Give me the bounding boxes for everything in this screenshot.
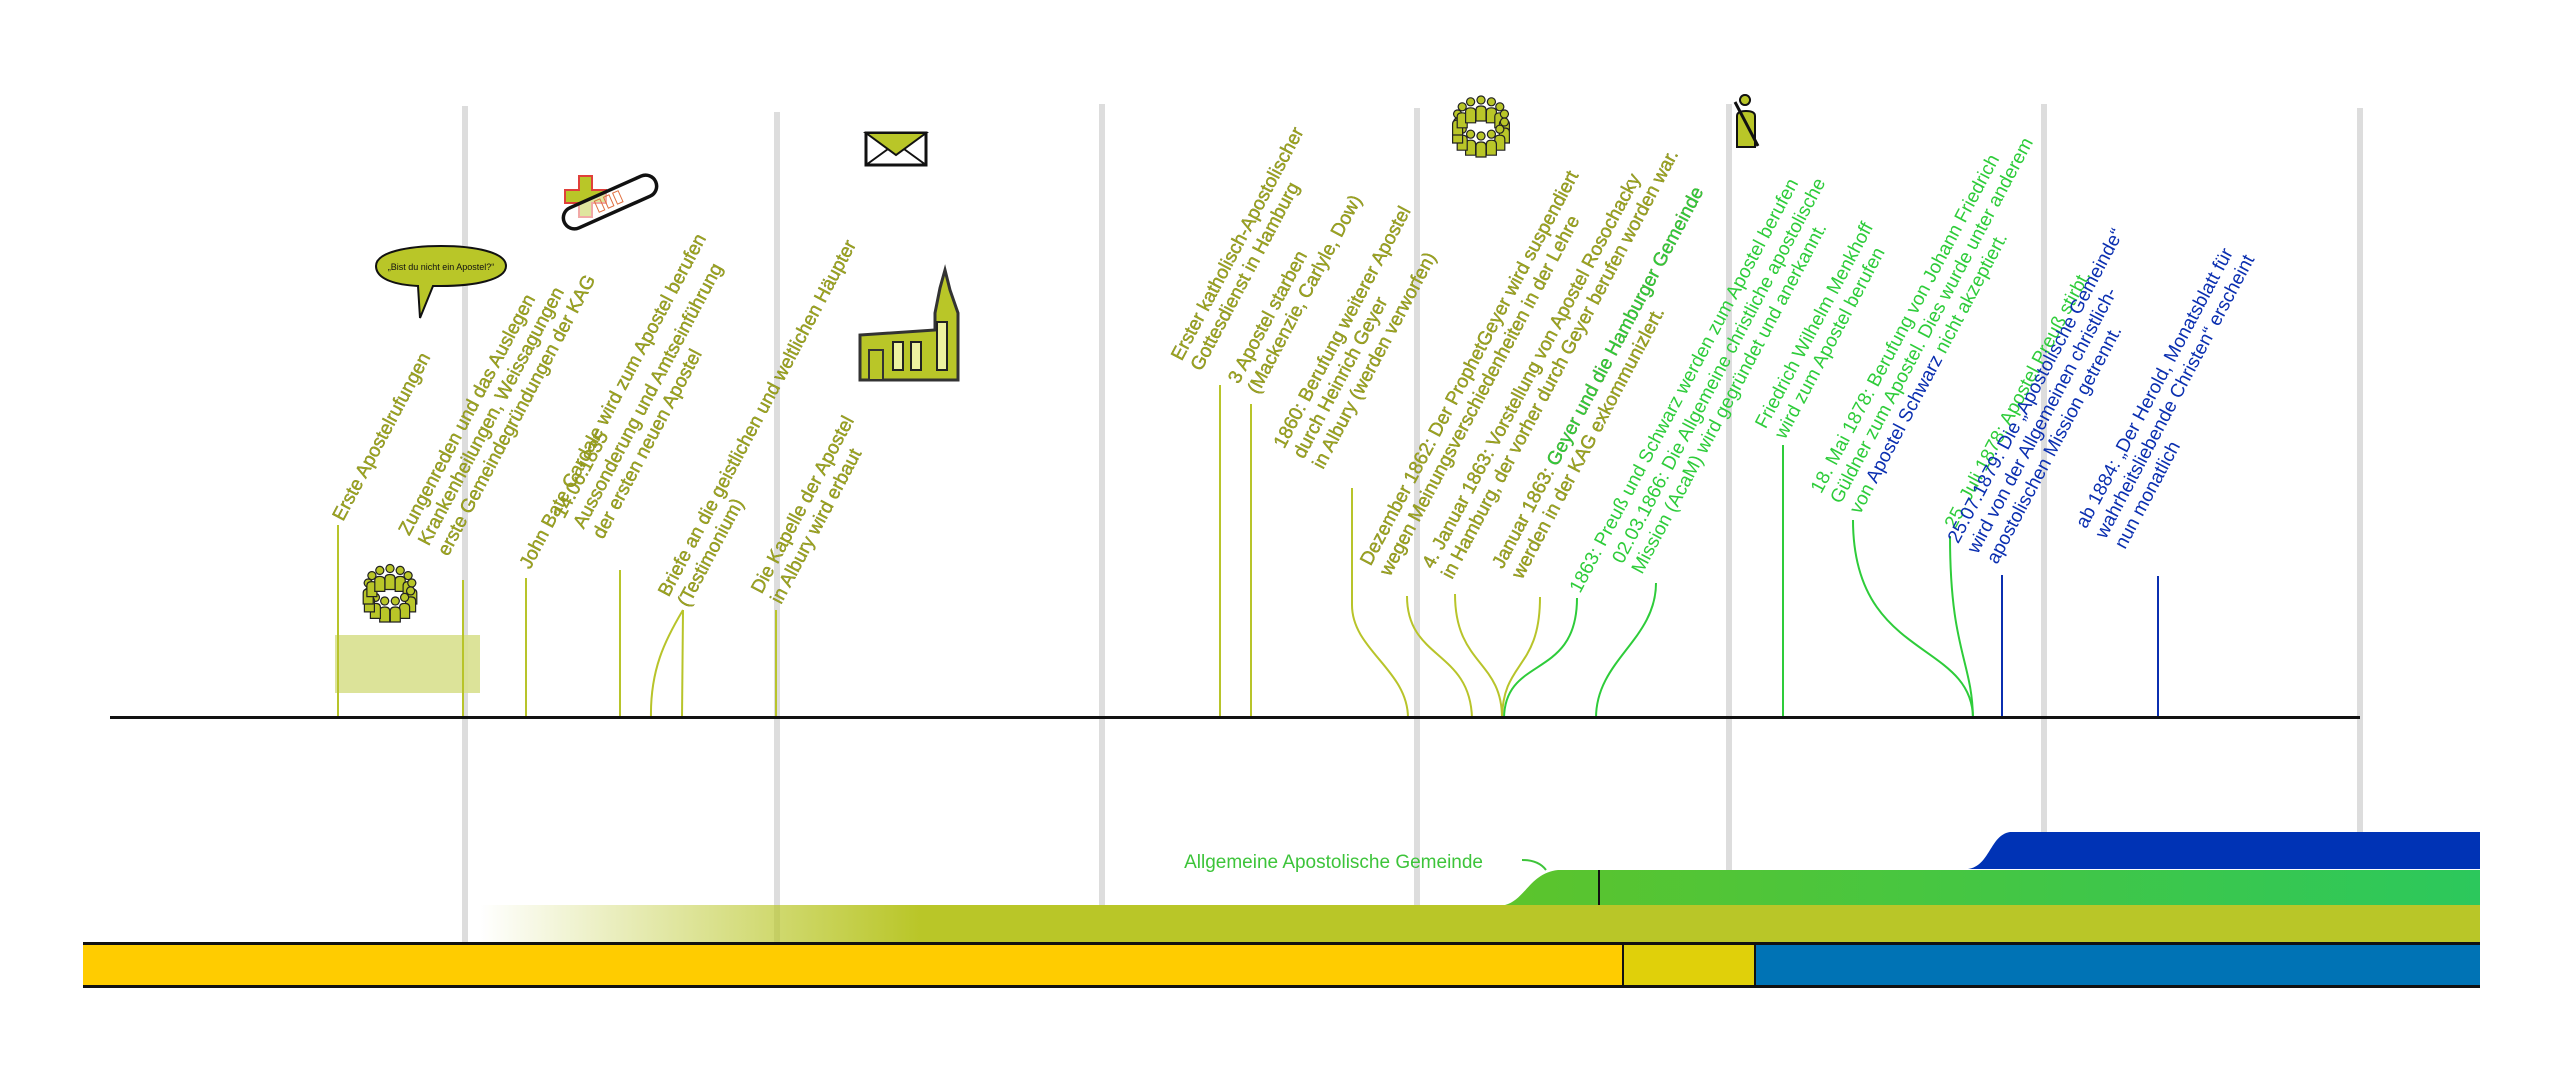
denomination-bands: Allgemeine Apostolische Gemeinde xyxy=(480,832,2480,943)
connector-dezember-1862 xyxy=(1406,595,1473,719)
band-aag xyxy=(1505,870,2480,905)
person-figure xyxy=(379,596,391,623)
band-kag xyxy=(480,905,2480,943)
church-icon xyxy=(858,264,960,382)
envelope-icon xyxy=(862,131,930,167)
people-circle-icon xyxy=(1451,95,1511,158)
person-figure xyxy=(374,565,386,593)
bandage-cross-icon xyxy=(561,173,659,231)
bottom-era-bar xyxy=(83,942,2480,988)
person-figure xyxy=(389,596,401,623)
era-segment-mid xyxy=(1623,944,1755,986)
connector-januar-1863-rosochacky xyxy=(1454,593,1503,719)
band-aag-divider xyxy=(1598,870,1600,905)
event-label-line: Briefe an die geistlichen und weltlichen… xyxy=(654,236,861,600)
speech-bubble-text: „Bist du nicht ein Apostel?“ xyxy=(388,262,495,272)
person-figure xyxy=(1475,131,1487,158)
grid-line xyxy=(774,112,780,942)
people-circle-icon xyxy=(362,563,418,623)
crossed-out-person-icon xyxy=(1733,94,1760,148)
era-segment-blue xyxy=(1755,944,2480,986)
connector-gueldner-1878 xyxy=(1852,519,1974,719)
person-figure xyxy=(1475,95,1487,122)
grid-line xyxy=(2041,104,2047,842)
connector-berufung-1860 xyxy=(1351,488,1409,719)
connector-preuss-schwarz xyxy=(1503,597,1578,719)
connector-testimonium-a xyxy=(649,609,684,719)
person-figure xyxy=(384,563,396,591)
aag-label-connector xyxy=(1521,859,1547,871)
event-label-line: Aussonderung und Amtseinführung xyxy=(569,260,727,532)
era-segment-gold xyxy=(83,944,1623,986)
highlight-box xyxy=(335,635,480,693)
connectors xyxy=(337,385,2159,719)
grid-line xyxy=(462,106,468,942)
connector-preuss-stirbt xyxy=(1949,535,1974,719)
connector-testimonium-b xyxy=(681,609,684,719)
person-figure xyxy=(1464,97,1477,124)
timeline-axis xyxy=(110,716,2360,719)
grid-line xyxy=(1099,104,1105,942)
grid-line xyxy=(2357,108,2363,842)
connector-januar-1863-exkommuniziert xyxy=(1501,596,1541,719)
speech-bubble-icon: „Bist du nicht ein Apostel?“ xyxy=(374,244,508,319)
person-figure xyxy=(1485,129,1498,156)
grid-line xyxy=(1726,104,1732,942)
grid-lines xyxy=(462,104,2363,942)
grid-line xyxy=(1414,108,1420,942)
event-label-kapelle: Die Kapelle der Apostelin Albury wird er… xyxy=(747,413,878,608)
connector-acam-1866 xyxy=(1595,582,1657,719)
band-blue xyxy=(1968,832,2480,869)
aag-band-label: Allgemeine Apostolische Gemeinde xyxy=(1184,852,1483,873)
person-figure xyxy=(399,592,411,620)
